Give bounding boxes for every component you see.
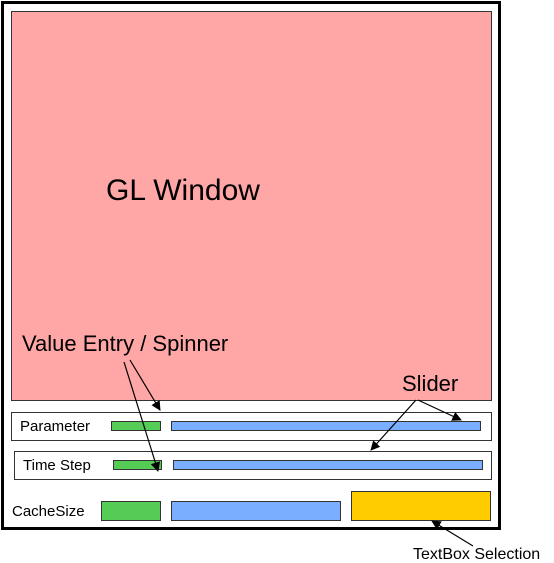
time-step-value-spinner[interactable] [113,460,162,470]
cache-size-value-entry[interactable] [101,501,161,521]
parameter-slider[interactable] [171,421,481,431]
value-entry-arrow-time-step [123,361,161,472]
textbox-selection-annotation: TextBox Selection [413,546,541,563]
time-step-label: Time Step [23,457,91,474]
cache-size-label: CacheSize [12,503,85,520]
parameter-label: Parameter [20,418,91,435]
value-entry-arrow-parameter [129,359,161,411]
slider-arrow-time-step [370,399,417,451]
value-entry-annotation: Value Entry / Spinner [22,331,229,356]
time-step-slider[interactable] [173,460,483,470]
gl-window-label: GL Window [106,174,260,207]
textbox-selection[interactable] [351,491,491,521]
gl-window[interactable] [11,11,492,401]
textbox-selection-arrow [431,520,474,547]
slider-arrow-parameter [417,399,462,421]
slider-annotation: Slider [402,371,459,396]
parameter-value-spinner[interactable] [111,421,161,431]
cache-size-slider[interactable] [171,501,341,521]
